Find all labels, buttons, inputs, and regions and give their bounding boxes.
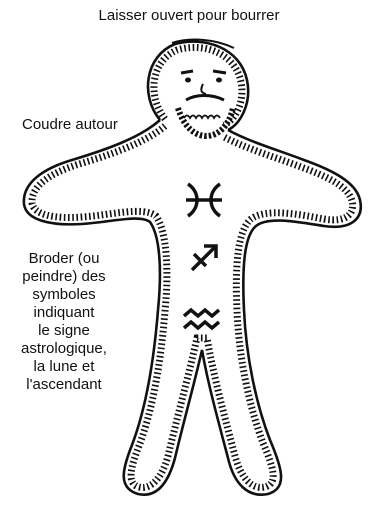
right-eye xyxy=(216,78,222,83)
pisces-symbol xyxy=(186,184,222,216)
embroider-label-line: l'ascendant xyxy=(0,376,128,394)
doll-face xyxy=(178,71,233,136)
left-eye xyxy=(185,78,191,83)
sagittarius-symbol xyxy=(192,246,216,270)
embroider-label-line: indiquant xyxy=(0,304,128,322)
right-eyebrow xyxy=(213,71,226,73)
aquarius-symbol xyxy=(184,310,219,328)
embroider-label-line: Broder (ou xyxy=(0,250,128,268)
embroider-label-line: la lune et xyxy=(0,358,128,376)
sew-around-label: Coudre autour xyxy=(22,116,118,134)
mustache xyxy=(186,96,224,101)
embroider-label-line: peindre) des xyxy=(0,268,128,286)
beard xyxy=(178,108,233,136)
left-eyebrow xyxy=(181,71,193,73)
nose xyxy=(201,84,206,94)
stuffing-opening-label: Laisser ouvert pour bourrer xyxy=(0,7,378,25)
embroider-label-line: astrologique, xyxy=(0,340,128,358)
embroider-symbols-label: Broder (ou peindre) des symboles indiqua… xyxy=(0,250,128,394)
embroider-label-line: le signe xyxy=(0,322,128,340)
beard-curls xyxy=(184,116,220,119)
embroider-label-line: symboles xyxy=(0,286,128,304)
